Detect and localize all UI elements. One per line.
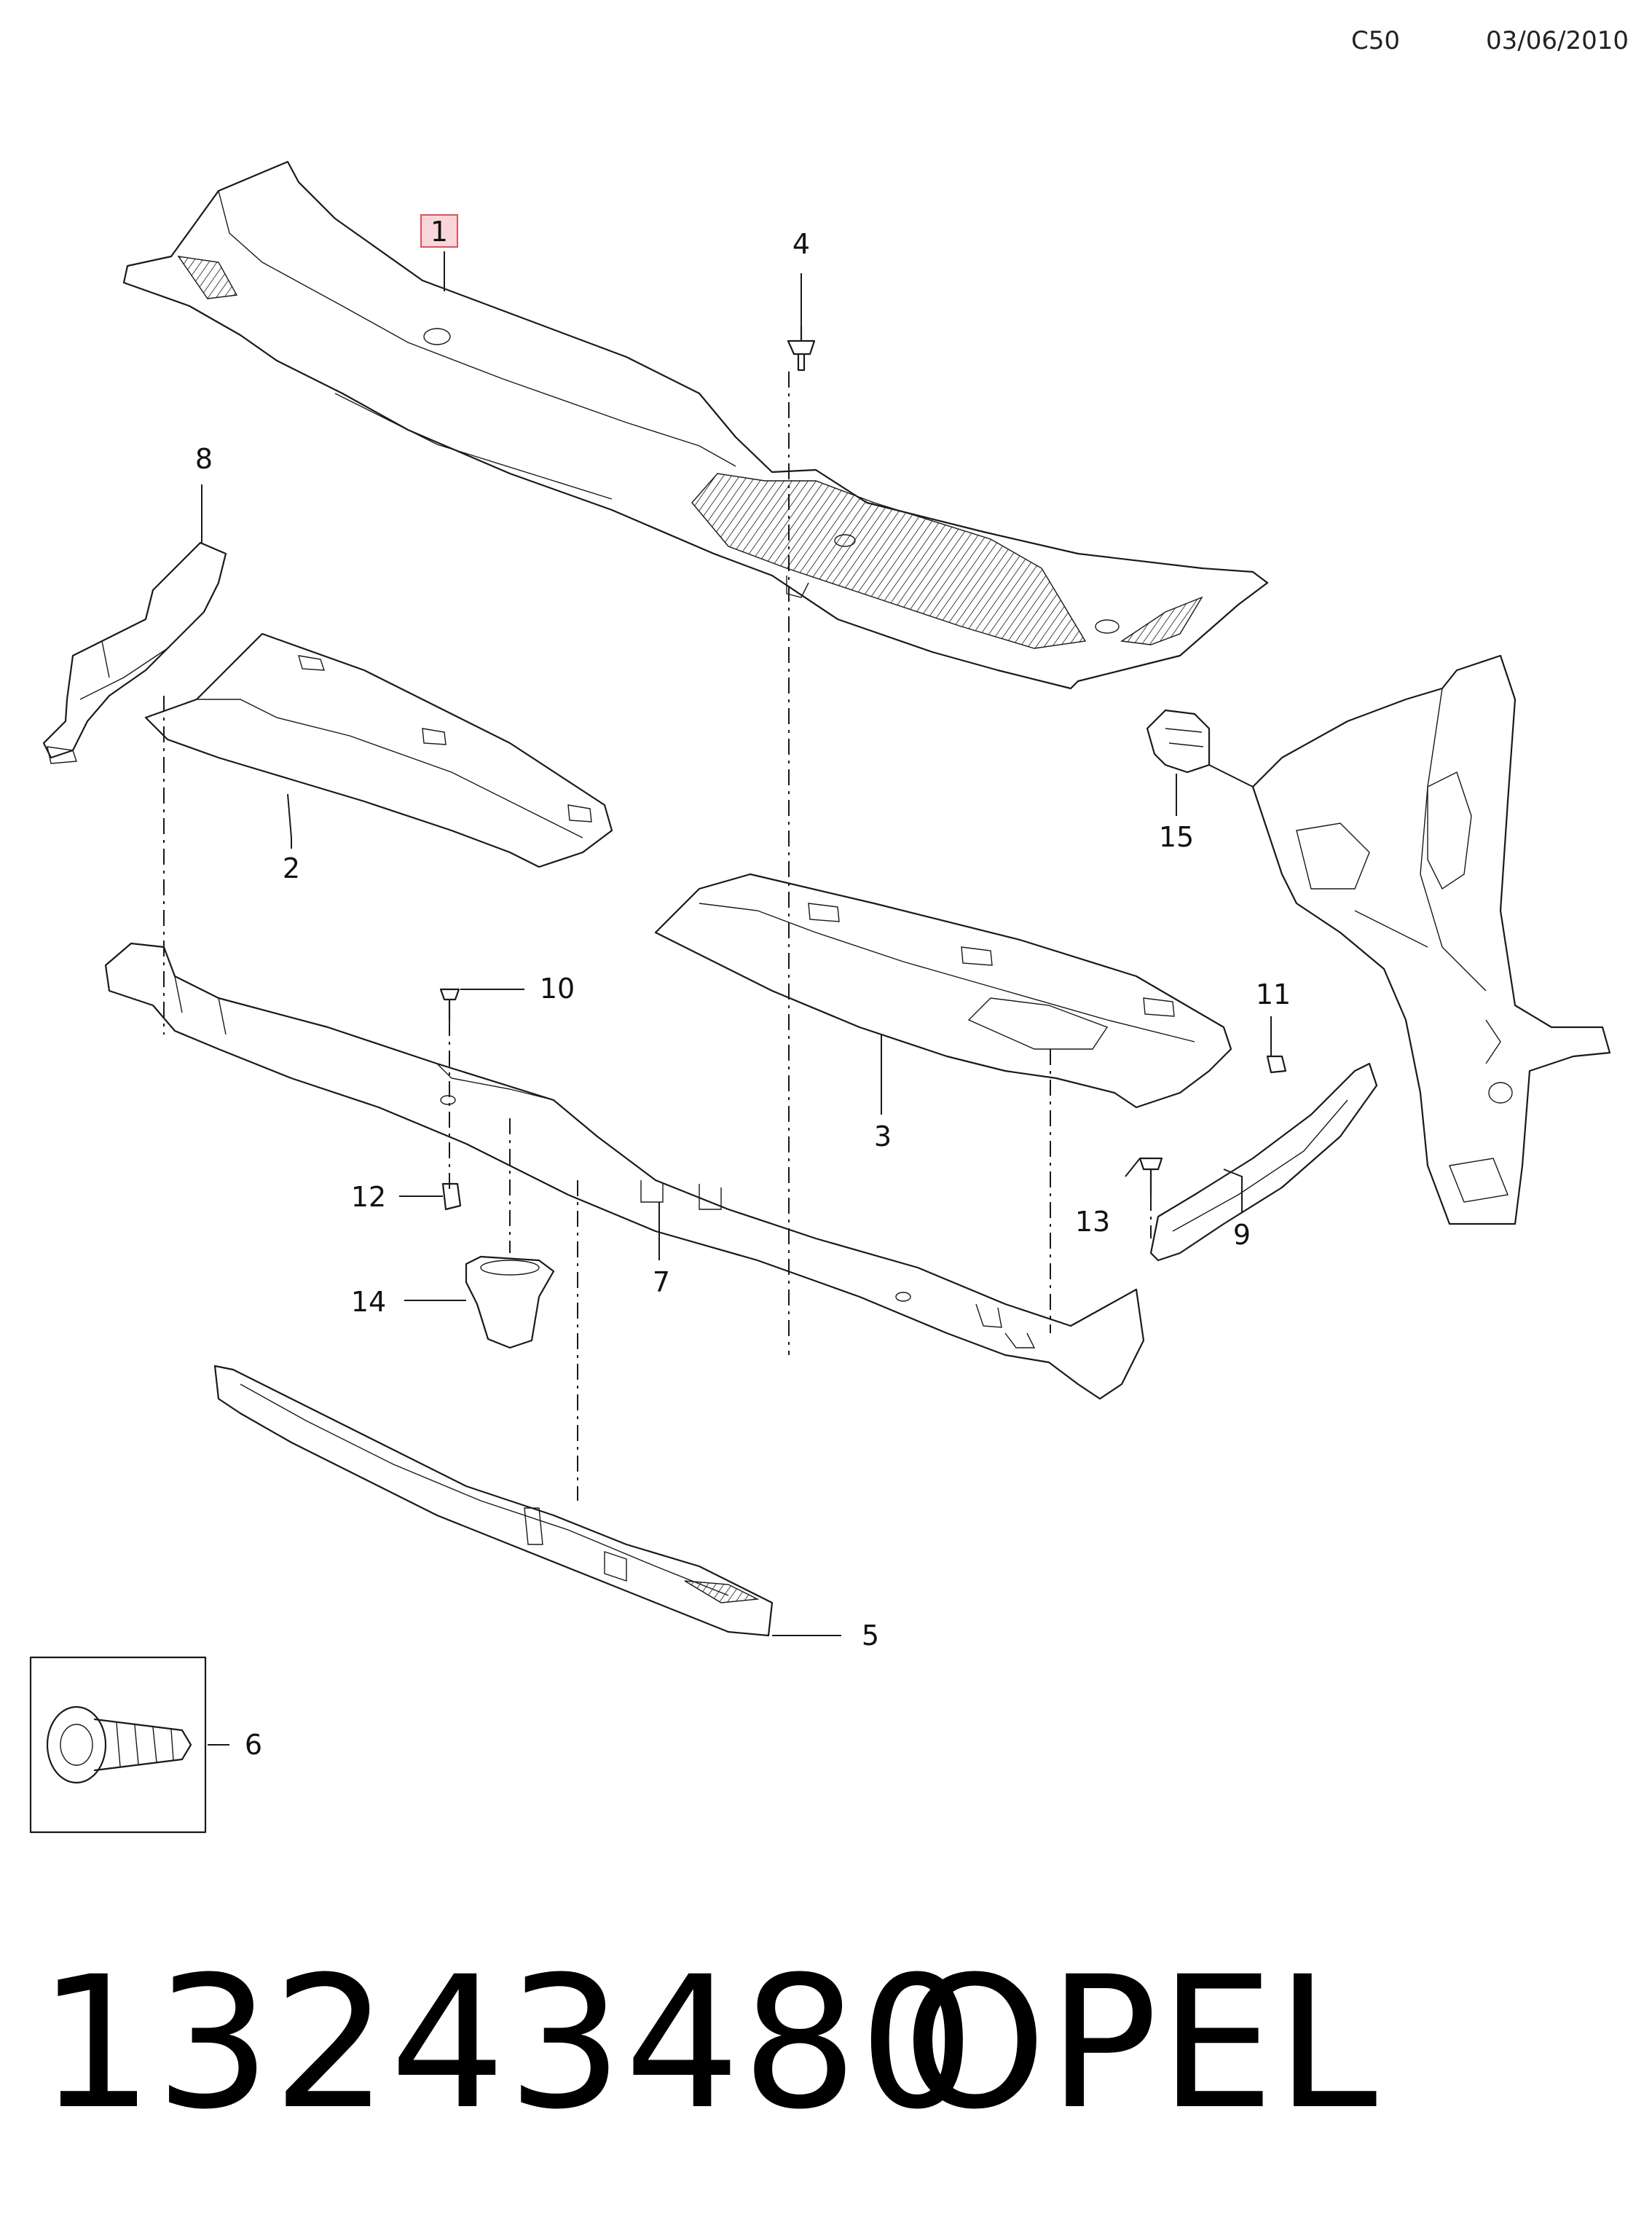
callout-6[interactable]: 6	[245, 1729, 262, 1761]
callout-2[interactable]: 2	[283, 852, 300, 884]
part-2-left-seal[interactable]	[144, 632, 613, 868]
callout-1[interactable]: 1	[430, 216, 448, 248]
brand-name: OPEL	[903, 1937, 1379, 2149]
callout-1-highlight	[420, 214, 458, 248]
part-8-left-bracket[interactable]	[42, 541, 227, 764]
callout-3[interactable]: 3	[874, 1120, 892, 1153]
diagram-date: 03/06/2010	[1486, 26, 1629, 55]
callout-9[interactable]: 9	[1233, 1219, 1251, 1251]
leader-lines	[201, 251, 1272, 1746]
callout-12[interactable]: 12	[351, 1181, 386, 1213]
part-14-drain-grommet[interactable]	[465, 1255, 555, 1349]
callout-13[interactable]: 13	[1075, 1206, 1110, 1238]
part-5-reinforcement[interactable]	[213, 1365, 774, 1637]
callout-8[interactable]: 8	[195, 443, 213, 475]
part-12-clip-nut[interactable]	[441, 1182, 462, 1211]
callout-15[interactable]: 15	[1159, 821, 1194, 853]
part-6-screw-inset[interactable]	[29, 1656, 207, 1834]
callout-10[interactable]: 10	[540, 973, 575, 1005]
callout-11[interactable]: 11	[1256, 978, 1291, 1010]
part-1-cowl-panel[interactable]	[122, 160, 1269, 690]
part-number: 13243480	[38, 1937, 977, 2149]
part-7-cross-member[interactable]	[104, 942, 1145, 1400]
part-3-right-seal[interactable]	[654, 873, 1232, 1109]
part-13-push-pin[interactable]	[1138, 1157, 1163, 1196]
part-11-clip[interactable]	[1266, 1055, 1287, 1074]
part-9-right-bracket[interactable]	[1149, 1062, 1378, 1262]
a-pillar-structure	[1251, 654, 1611, 1225]
diagram-code: C50	[1351, 26, 1401, 55]
callout-14[interactable]: 14	[351, 1286, 386, 1318]
alignment-lines	[163, 372, 1152, 1501]
callout-7[interactable]: 7	[653, 1266, 670, 1298]
callout-5[interactable]: 5	[862, 1619, 879, 1652]
part-4-clip[interactable]	[787, 325, 816, 372]
callout-4[interactable]: 4	[792, 228, 810, 260]
part-10-screw[interactable]	[439, 988, 460, 1021]
part-15-connector[interactable]	[1146, 709, 1254, 788]
